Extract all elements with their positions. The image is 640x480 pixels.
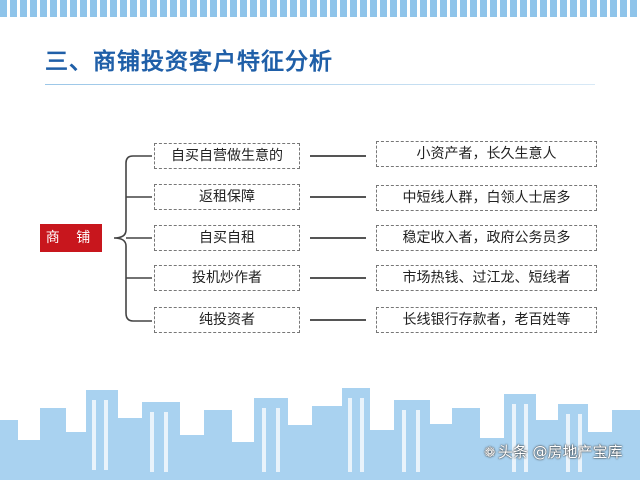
watermark: ❁头条 @房地产宝库 (484, 441, 623, 462)
city-skyline-decoration (0, 388, 640, 480)
slide-title: 三、商铺投资客户特征分析 (45, 49, 333, 75)
title-divider (45, 84, 595, 85)
connector-line (310, 277, 366, 279)
investor-type-node: 自买自租 (154, 225, 300, 251)
investor-type-node: 返租保障 (154, 184, 300, 210)
customer-profile-node: 稳定收入者，政府公务员多 (376, 225, 597, 251)
customer-profile-node: 市场热钱、过江龙、短线者 (376, 265, 597, 291)
top-stripe-banner (0, 0, 640, 17)
root-node-shop: 商 铺 (40, 224, 102, 252)
connector-line (310, 237, 366, 239)
customer-profile-node: 小资产者，长久生意人 (376, 141, 597, 167)
connector-line (310, 196, 366, 198)
investor-type-node: 纯投资者 (154, 307, 300, 333)
connector-line (310, 319, 366, 321)
watermark-text: 头条 @房地产宝库 (497, 443, 623, 461)
investor-type-node: 自买自营做生意的 (154, 143, 300, 169)
investor-type-node: 投机炒作者 (154, 265, 300, 291)
customer-profile-node: 中短线人群，白领人士居多 (376, 185, 597, 211)
chat-bubble-icon: ❁ (484, 445, 496, 461)
customer-profile-node: 长线银行存款者，老百姓等 (376, 307, 597, 333)
connector-line (310, 155, 366, 157)
